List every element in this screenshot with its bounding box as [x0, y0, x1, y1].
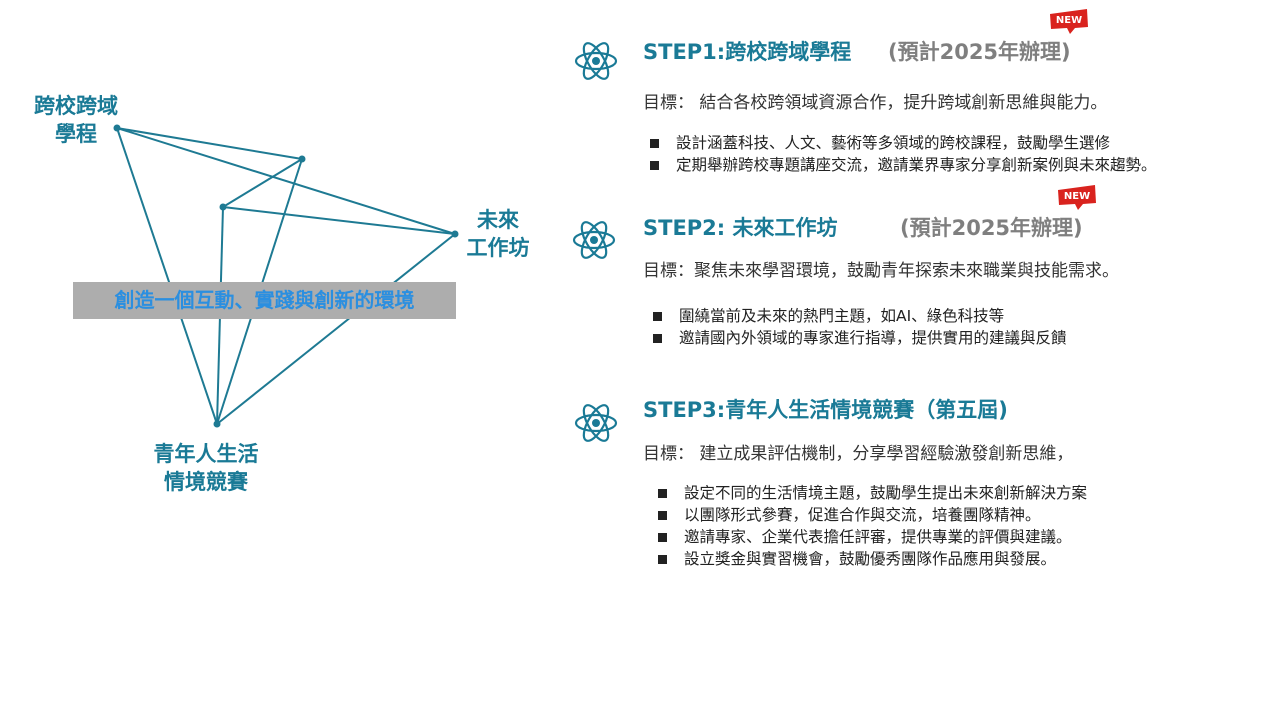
step1-bullets: 設計涵蓋科技、人文、藝術等多領域的跨校課程，鼓勵學生選修 定期舉辦跨校專題講座交…: [650, 132, 1157, 176]
node-label-cross-school: 跨校跨域 學程: [34, 94, 118, 146]
atom-icon-svg: [572, 221, 616, 259]
list-item: 設立獎金與實習機會，鼓勵優秀團隊作品應用與發展。: [658, 548, 1087, 570]
list-item: 定期舉辦跨校專題講座交流，邀請業界專家分享創新案例與未來趨勢。: [650, 154, 1157, 176]
atom-icon: [571, 217, 617, 263]
new-badge-text: NEW: [1056, 15, 1082, 26]
step3-goal: 目標： 建立成果評估機制，分享學習經驗激發創新思維，: [643, 444, 1074, 464]
step3-bullets: 設定不同的生活情境主題，鼓勵學生提出未來創新解決方案 以團隊形式參賽，促進合作與…: [658, 482, 1087, 570]
bullet-text: 設計涵蓋科技、人文、藝術等多領域的跨校課程，鼓勵學生選修: [676, 134, 1111, 152]
bullet-square: [658, 488, 667, 498]
atom-icon: [573, 38, 619, 84]
new-badge-text: NEW: [1064, 191, 1090, 202]
bullet-square: [653, 311, 662, 321]
bullet-text: 設立獎金與實習機會，鼓勵優秀團隊作品應用與發展。: [684, 550, 1057, 568]
atom-icon: [573, 400, 619, 446]
node-dot: [451, 230, 459, 238]
node-dot: [113, 124, 121, 132]
list-item: 邀請國內外領域的專家進行指導，提供實用的建議與反饋: [653, 327, 1067, 349]
bullet-square: [658, 510, 667, 520]
list-item: 設計涵蓋科技、人文、藝術等多領域的跨校課程，鼓勵學生選修: [650, 132, 1157, 154]
bullet-text: 邀請國內外領域的專家進行指導，提供實用的建議與反饋: [679, 329, 1067, 347]
list-item: 以團隊形式參賽，促進合作與交流，培養團隊精神。: [658, 504, 1087, 526]
step2-note: (預計2025年辦理): [900, 216, 1083, 240]
atom-icon-svg: [574, 42, 618, 80]
bullet-text: 圍繞當前及未來的熱門主題，如AI、綠色科技等: [679, 307, 1005, 325]
bullet-square: [658, 554, 667, 564]
step1-title: STEP1:跨校跨域學程: [643, 40, 852, 64]
bullet-text: 邀請專家、企業代表擔任評審，提供專業的評價與建議。: [684, 528, 1072, 546]
bullet-square: [658, 532, 667, 542]
step2-title: STEP2: 未來工作坊: [643, 216, 838, 240]
list-item: 圍繞當前及未來的熱門主題，如AI、綠色科技等: [653, 305, 1067, 327]
connector-line: [116, 127, 456, 235]
bullet-square: [653, 333, 662, 343]
atom-icon-svg: [574, 404, 618, 442]
step2-goal: 目標：聚焦未來學習環境，鼓勵青年探索未來職業與技能需求。: [643, 261, 1119, 281]
new-badge: NEW: [1049, 8, 1089, 34]
bullet-square: [650, 138, 659, 148]
connector-line: [222, 206, 456, 235]
connector-line: [116, 127, 218, 425]
node-label-future-workshop: 未來 工作坊: [466, 208, 530, 260]
connector-line: [216, 233, 456, 425]
list-item: 設定不同的生活情境主題，鼓勵學生提出未來創新解決方案: [658, 482, 1087, 504]
node-dot: [298, 155, 306, 163]
center-banner: 創造一個互動、實踐與創新的環境: [73, 282, 456, 319]
node-dot: [213, 420, 221, 428]
step2-bullets: 圍繞當前及未來的熱門主題，如AI、綠色科技等 邀請國內外領域的專家進行指導，提供…: [653, 305, 1067, 349]
new-badge: NEW: [1057, 184, 1097, 210]
list-item: 邀請專家、企業代表擔任評審，提供專業的評價與建議。: [658, 526, 1087, 548]
bullet-text: 以團隊形式參賽，促進合作與交流，培養團隊精神。: [684, 506, 1041, 524]
step3-title: STEP3:青年人生活情境競賽（第五屆): [643, 398, 1008, 422]
bullet-text: 定期舉辦跨校專題講座交流，邀請業界專家分享創新案例與未來趨勢。: [676, 156, 1157, 174]
step1-goal: 目標： 結合各校跨領域資源合作，提升跨域創新思維與能力。: [643, 93, 1108, 113]
connector-line: [222, 158, 303, 208]
bullet-text: 設定不同的生活情境主題，鼓勵學生提出未來創新解決方案: [684, 484, 1088, 502]
node-dot: [219, 203, 227, 211]
node-label-youth-competition: 青年人生活 情境競賽: [153, 442, 259, 494]
connector-line: [116, 127, 303, 160]
step1-note: (預計2025年辦理): [888, 40, 1071, 64]
bullet-square: [650, 160, 659, 170]
